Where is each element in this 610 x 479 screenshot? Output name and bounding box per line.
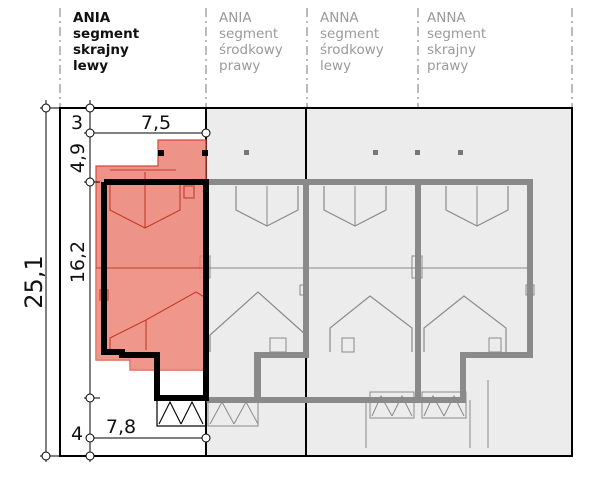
segment-label-line: prawy (427, 58, 468, 74)
house-outline-anna (255, 179, 533, 403)
dim-node (85, 103, 95, 113)
marker (202, 150, 208, 156)
marker (158, 150, 164, 156)
wall-box (299, 284, 309, 296)
segment-label-line: ANNA (427, 10, 466, 26)
garage-door-mark (158, 400, 204, 425)
dim-node (85, 177, 95, 187)
chimney (183, 185, 195, 199)
house-wall-outline (101, 179, 209, 401)
garage-door (207, 399, 259, 427)
segment-label-anna-left: ANNA segment środkowy lewy (320, 10, 384, 74)
segment-label-line: segment (219, 26, 278, 42)
marker (373, 150, 378, 155)
segment-label-line: lewy (73, 58, 108, 74)
dim-total-depth: 25,1 (20, 255, 48, 308)
wall-box (411, 255, 423, 279)
segment-label-line: segment (427, 26, 486, 42)
neighbor-houses (199, 179, 535, 448)
segment-label-line: skrajny (427, 42, 476, 58)
roof-gable (329, 295, 413, 352)
segment-label-line: segment (73, 26, 140, 42)
segment-label-line: ANNA (320, 10, 359, 26)
segment-label-line: środkowy (219, 42, 283, 58)
dim-node (85, 433, 95, 443)
dim-house-depth: 16,2 (67, 241, 89, 283)
segment-label-ania-right: ANIA segment środkowy prawy (219, 10, 283, 74)
dim-node (85, 393, 95, 403)
roof-gable (423, 295, 507, 352)
chimney (269, 337, 287, 353)
garage-door-mark (423, 394, 465, 417)
garage-door (421, 391, 467, 419)
dim-node (85, 128, 95, 138)
segment-label-line: ANIA (73, 10, 111, 26)
dim-node (41, 103, 51, 113)
marker (415, 150, 420, 155)
segment-separators (59, 8, 573, 108)
dim-node (85, 451, 95, 461)
segment-label-line: lewy (320, 58, 351, 74)
house-lower-fill (96, 268, 208, 370)
segment-label-anna-right: ANNA segment skrajny prawy (427, 10, 486, 74)
dim-node (201, 433, 211, 443)
garage-door-mark (371, 394, 413, 417)
segment-label-line: skrajny (73, 42, 129, 58)
garage-door (156, 397, 207, 427)
marker (244, 150, 249, 155)
chimney (341, 337, 355, 353)
dim-top-offset: 4,9 (67, 143, 89, 173)
roof-gable (209, 291, 307, 352)
dim-node (201, 128, 211, 138)
dim-front-setback: 3 (71, 112, 83, 134)
segment-label-line: ANIA (219, 10, 252, 26)
dim-node (41, 451, 51, 461)
dim-top-width: 7,5 (141, 112, 171, 134)
dim-bottom-width: 7,8 (106, 416, 136, 438)
marker (458, 150, 463, 155)
dim-rear-setback: 4 (71, 423, 83, 445)
dimension-nodes (41, 103, 211, 461)
house-ania-left (95, 139, 209, 427)
segment-label-ania-left: ANIA segment skrajny lewy (73, 10, 140, 74)
segment-label-line: segment (320, 26, 379, 42)
garage-door-mark (209, 400, 259, 425)
neighbor-markers (244, 150, 463, 155)
wall-box (525, 284, 535, 296)
segment-label-line: prawy (219, 58, 260, 74)
segment-label-line: środkowy (320, 42, 384, 58)
chimney (488, 337, 502, 353)
garage-door (369, 391, 415, 419)
